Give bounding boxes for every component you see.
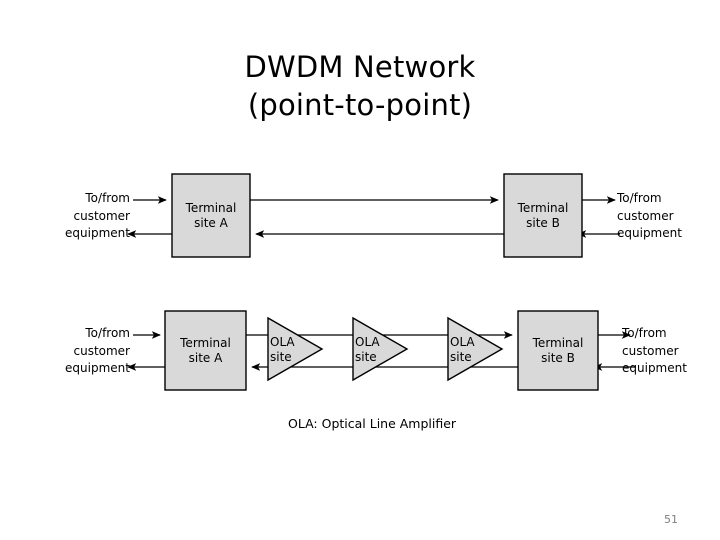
node-label-line-2: site	[450, 349, 472, 364]
diagram-bottom-group	[127, 310, 636, 391]
label-line-3: equipment	[622, 361, 687, 375]
label-line-1: To/from	[85, 191, 130, 205]
page-title: DWDM Network (point-to-point)	[0, 48, 720, 124]
label-line-2: customer	[73, 208, 130, 223]
node-label-terminal-site-b-top: Terminal site B	[504, 201, 582, 230]
label-customer-equipment-left-top: To/from customer equipment	[52, 190, 130, 243]
label-line-1: To/from	[617, 191, 662, 205]
node-label-line-1: Terminal	[517, 201, 569, 215]
page-number: 51	[664, 513, 678, 526]
node-ola-site-3[interactable]	[447, 316, 504, 382]
node-label-line-2: site A	[194, 215, 228, 230]
label-line-3: equipment	[65, 226, 130, 240]
node-label-line-1: Terminal	[180, 336, 231, 350]
page-title-line-1: DWDM Network	[244, 50, 476, 84]
node-label-terminal-site-a-top: Terminal site A	[172, 201, 250, 230]
diagram-caption: OLA: Optical Line Amplifier	[288, 416, 457, 431]
diagram-top-group	[127, 173, 620, 258]
node-terminal-site-a-top[interactable]	[171, 173, 251, 258]
node-label-line-2: site	[355, 349, 377, 364]
label-line-1: To/from	[622, 326, 667, 340]
node-label-line-1: OLA	[270, 335, 295, 349]
node-label-line-1: OLA	[450, 335, 475, 349]
label-customer-equipment-right-bottom: To/from customer equipment	[622, 325, 718, 378]
node-label-line-2: site A	[188, 350, 223, 365]
node-label-line-2: site B	[526, 215, 560, 230]
node-terminal-site-a-bottom[interactable]	[164, 310, 247, 391]
node-label-terminal-site-b-bottom: Terminal site B	[518, 336, 598, 365]
label-line-3: equipment	[617, 226, 682, 240]
label-line-3: equipment	[65, 361, 130, 375]
label-customer-equipment-left-bottom: To/from customer equipment	[50, 325, 130, 378]
node-ola-site-1[interactable]	[267, 316, 324, 382]
label-customer-equipment-right-top: To/from customer equipment	[617, 190, 713, 243]
label-line-2: customer	[622, 343, 679, 358]
label-line-2: customer	[617, 208, 674, 223]
label-line-1: To/from	[85, 326, 130, 340]
node-label-line-1: OLA	[355, 335, 380, 349]
node-ola-site-2[interactable]	[352, 316, 409, 382]
node-label-line-2: site B	[541, 350, 575, 365]
page-title-line-2: (point-to-point)	[247, 88, 473, 122]
node-label-ola-site-3: OLA site	[450, 335, 475, 364]
node-label-terminal-site-a-bottom: Terminal site A	[165, 336, 246, 365]
node-terminal-site-b-bottom[interactable]	[517, 310, 599, 391]
label-line-2: customer	[73, 343, 130, 358]
node-terminal-site-b-top[interactable]	[503, 173, 583, 258]
node-label-ola-site-2: OLA site	[355, 335, 380, 364]
node-label-line-2: site	[270, 349, 292, 364]
node-label-line-1: Terminal	[185, 201, 237, 215]
node-label-line-1: Terminal	[532, 336, 584, 350]
node-label-ola-site-1: OLA site	[270, 335, 295, 364]
